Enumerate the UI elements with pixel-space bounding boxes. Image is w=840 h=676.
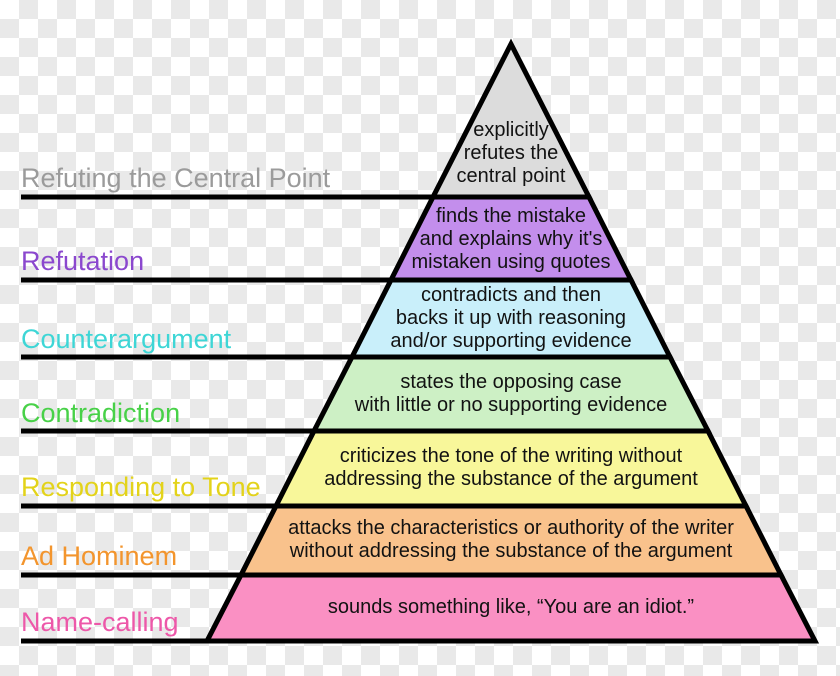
description-line: contradicts and then bbox=[420, 284, 602, 306]
description-line: addressing the substance of the argument bbox=[324, 468, 698, 490]
description-line: and/or supporting evidence bbox=[390, 330, 632, 352]
level-6-description: attacks the characteristics or authority… bbox=[231, 508, 791, 572]
description-line: explicitly bbox=[473, 118, 549, 141]
level-1-description: explicitly refutes the central point bbox=[411, 114, 611, 192]
label-name-calling: Name-calling bbox=[21, 607, 179, 637]
level-4-description: states the opposing case with little or … bbox=[296, 359, 726, 429]
description-line: attacks the characteristics or authority… bbox=[288, 517, 734, 539]
label-responding-to-tone: Responding to Tone bbox=[21, 472, 261, 502]
description-line: finds the mistake bbox=[435, 204, 587, 227]
description-line: criticizes the tone of the writing witho… bbox=[339, 445, 683, 467]
level-3-description: contradicts and then backs it up with re… bbox=[336, 282, 686, 355]
label-refutation: Refutation bbox=[21, 246, 145, 276]
description-line: backs it up with reasoning bbox=[395, 307, 627, 329]
description-line: refutes the bbox=[463, 141, 559, 164]
description-line: mistaken using quotes bbox=[411, 250, 611, 273]
level-7-description: sounds something like, “You are an idiot… bbox=[231, 577, 791, 638]
description-line: sounds something like, “You are an idiot… bbox=[327, 596, 695, 618]
label-refuting-the-central-point: Refuting the Central Point bbox=[21, 163, 331, 193]
description-line: without addressing the substance of the … bbox=[289, 540, 733, 562]
description-line: with little or no supporting evidence bbox=[354, 394, 668, 416]
level-5-description: criticizes the tone of the writing witho… bbox=[276, 433, 746, 503]
description-line: states the opposing case bbox=[400, 371, 622, 393]
label-ad-hominem: Ad Hominem bbox=[21, 541, 178, 571]
label-counterargument: Counterargument bbox=[21, 324, 232, 354]
description-line: and explains why it's bbox=[419, 227, 603, 250]
description-line: central point bbox=[456, 164, 566, 187]
level-2-description: finds the mistake and explains why it's … bbox=[346, 200, 676, 278]
level-7-name-calling-shape bbox=[202, 572, 820, 644]
label-contradiction: Contradiction bbox=[21, 398, 181, 428]
